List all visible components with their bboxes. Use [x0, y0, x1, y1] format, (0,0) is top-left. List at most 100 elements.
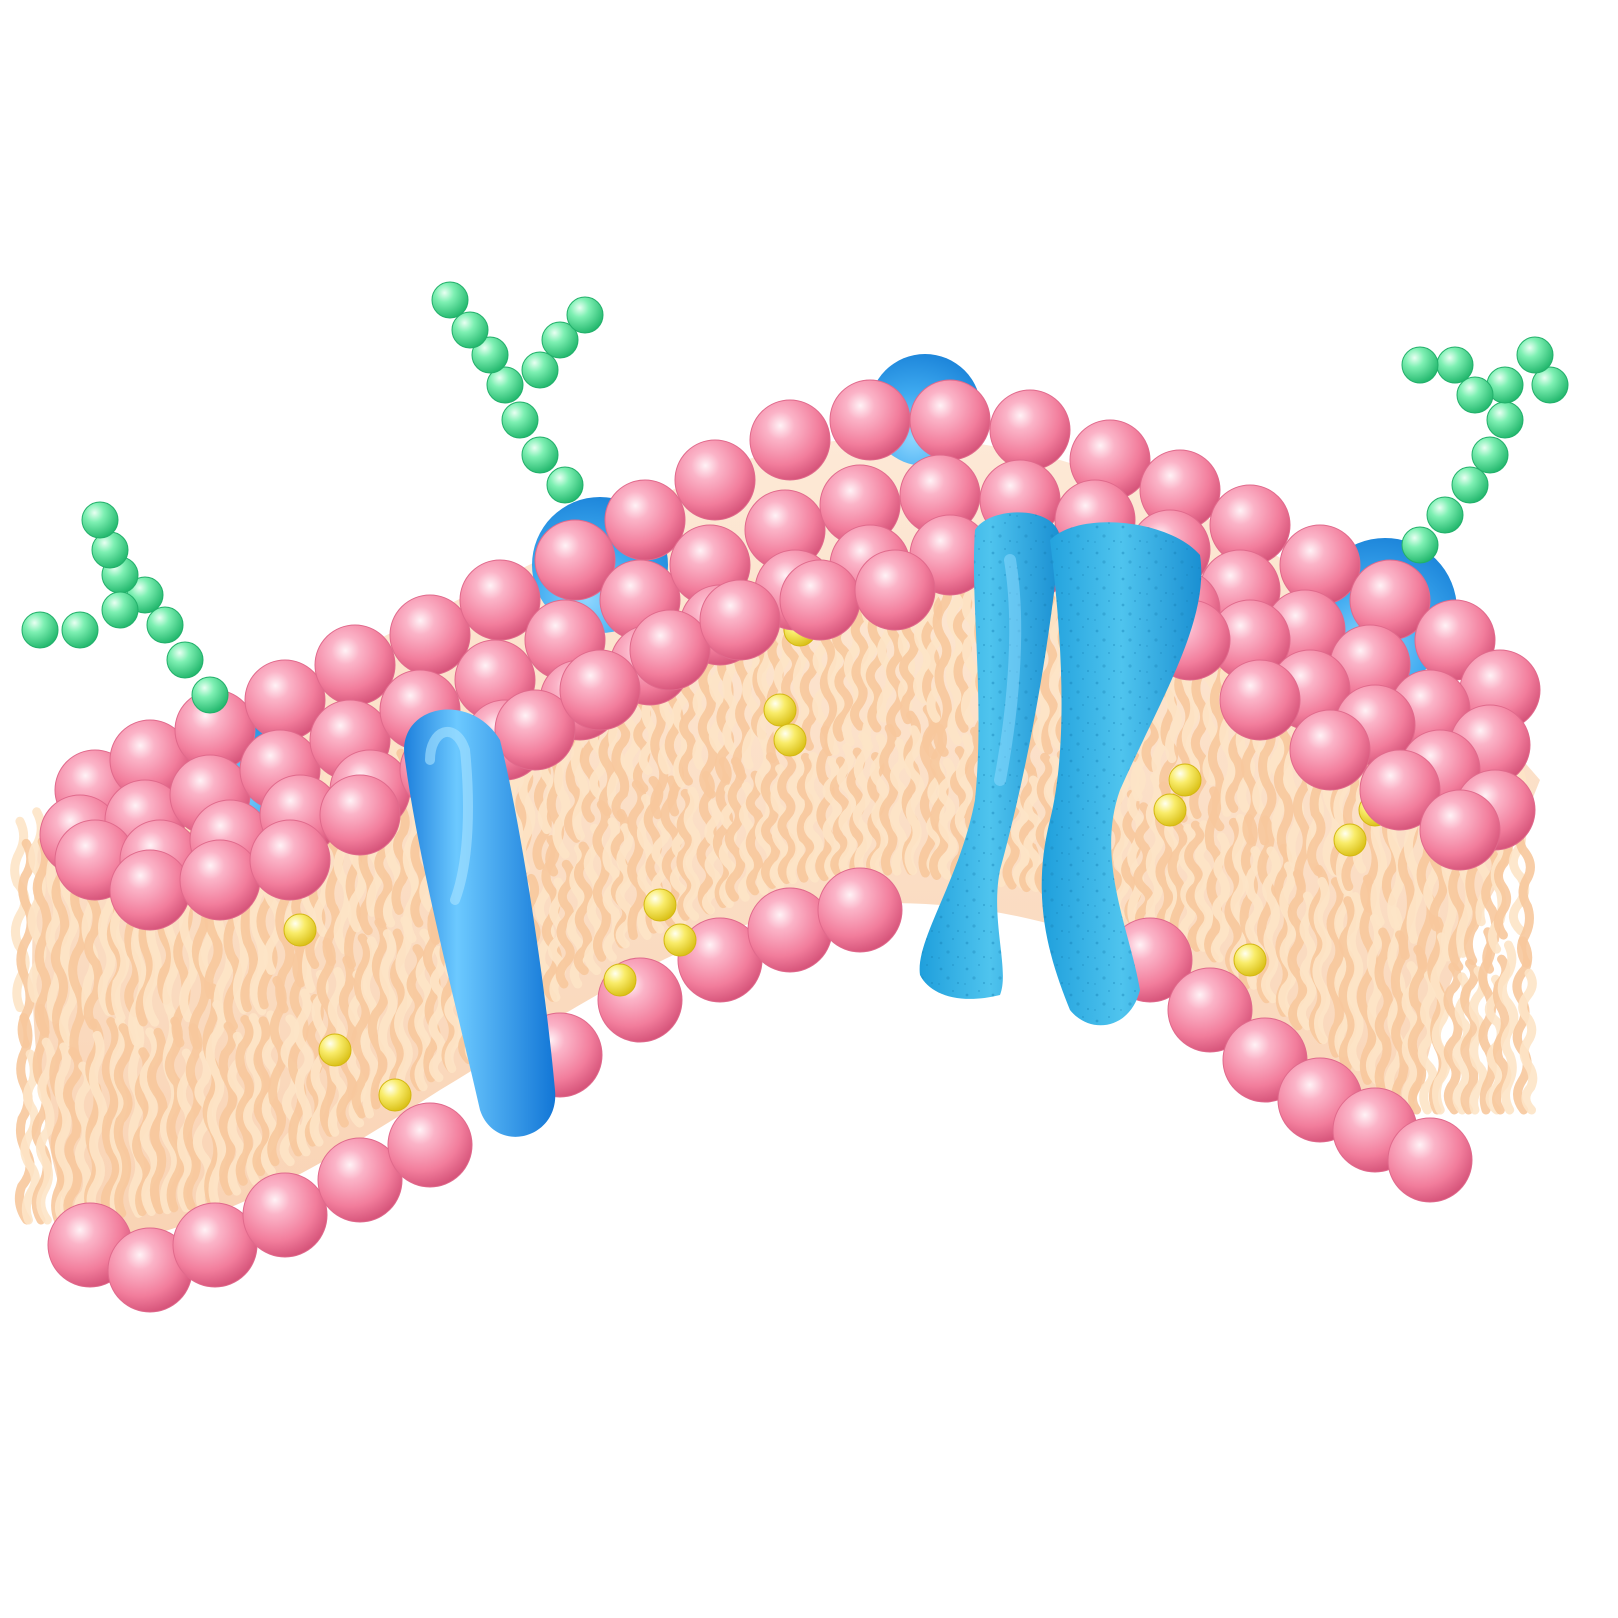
fatty-acid-tail [367, 917, 390, 1110]
fatty-acid-tail [378, 929, 398, 1110]
fatty-acid-tail [1443, 962, 1463, 1115]
cholesterol-molecule [643, 888, 677, 922]
cholesterol-molecule [663, 923, 697, 957]
fatty-acid-tail [1229, 813, 1251, 977]
fatty-acid-tail [702, 799, 723, 915]
fatty-acid-tail [849, 593, 869, 731]
fatty-acid-tail [592, 800, 611, 962]
carbohydrate-chain [1516, 336, 1554, 374]
fatty-acid-tail [164, 1016, 186, 1213]
carbohydrate-chain [521, 351, 559, 389]
phospholipid-head [604, 479, 686, 561]
channel-protein-highlight [994, 554, 1022, 786]
fatty-acid-tail [267, 975, 288, 1167]
fatty-acid-tail [555, 859, 576, 989]
fatty-acid-tail [573, 841, 594, 976]
fatty-acid-tail [1278, 861, 1298, 1017]
fatty-acid-tail [932, 575, 953, 757]
fatty-acid-tail [627, 779, 647, 940]
phospholipid-head [534, 519, 616, 601]
fatty-acid-tail [1287, 869, 1308, 1031]
phospholipid-head [249, 819, 331, 901]
fatty-acid-tail [423, 913, 441, 1083]
carbohydrate-chain [1486, 401, 1524, 439]
phospholipid-head [179, 839, 261, 921]
fatty-acid-tail [786, 750, 806, 885]
integral-protein [404, 709, 556, 1137]
carbohydrate-chain [166, 641, 204, 679]
carbohydrate-chain [1401, 346, 1439, 384]
fatty-acid-tail [86, 1030, 108, 1222]
fatty-acid-tail [960, 559, 982, 726]
fatty-acid-tail [394, 915, 414, 1101]
fatty-acid-tail [49, 1023, 68, 1225]
cholesterol-molecule [1168, 763, 1202, 797]
fatty-acid-tail [32, 836, 52, 1037]
fatty-acid-tail [218, 1021, 238, 1196]
fatty-acid-tail [889, 738, 909, 876]
cholesterol-molecule [763, 693, 797, 727]
phospholipid-head [749, 399, 831, 481]
fatty-acid-tail [202, 983, 223, 1206]
fatty-acid-tail [1430, 932, 1451, 1115]
fatty-acid-tail [62, 1047, 84, 1224]
phospholipid-head [817, 867, 903, 953]
fatty-acid-tail [1366, 913, 1386, 1085]
phospholipid-head [674, 439, 756, 521]
protein-front-layer [404, 512, 1202, 1137]
fatty-acid-tail [836, 742, 859, 880]
fatty-acid-tail [20, 1049, 40, 1225]
fatty-acid-tail [1023, 775, 1044, 893]
fatty-acid-tail [1384, 906, 1406, 1099]
cholesterol-molecule [1153, 793, 1187, 827]
phospholipid-head [779, 559, 861, 641]
carbohydrate-chain [61, 611, 99, 649]
carbohydrate-chain [101, 591, 139, 629]
phospholipid-head [1387, 1117, 1473, 1203]
cholesterol-molecule [1333, 823, 1367, 857]
fatty-acid-tail [54, 1042, 74, 1225]
channel-protein-texture [919, 512, 1060, 999]
fatty-acid-tail [929, 723, 950, 880]
cholesterol-molecule [1233, 943, 1267, 977]
carbohydrate-chain [546, 466, 584, 504]
channel-protein-texture [1041, 522, 1202, 1026]
fatty-acid-tail [1018, 762, 1039, 893]
cholesterol-molecule [773, 723, 807, 757]
fatty-acid-tail [428, 945, 448, 1083]
phospholipid-head [1419, 789, 1501, 871]
fatty-acid-tail [1111, 766, 1131, 920]
phospholipid-head [1167, 967, 1253, 1053]
carbohydrate-chain [1426, 496, 1464, 534]
carbohydrate-chain [191, 676, 229, 714]
fatty-acid-tail [1512, 936, 1533, 1115]
fatty-acid-tail [1326, 877, 1346, 1058]
phospholipid-head [317, 1137, 403, 1223]
carbohydrate-chain [1471, 436, 1509, 474]
fatty-acid-tail [712, 756, 734, 909]
fatty-acid-tail [879, 723, 899, 876]
phospholipid-head [242, 1172, 328, 1258]
carbohydrate-chain [486, 366, 524, 404]
fatty-acid-tail [205, 1000, 227, 1206]
cholesterol-molecule [378, 1078, 412, 1112]
fatty-acid-tail [610, 809, 632, 949]
carbohydrate-chain [451, 311, 489, 349]
phospholipid-head [699, 579, 781, 661]
fatty-acid-tail [1210, 832, 1231, 963]
fatty-acid-tail [1390, 930, 1409, 1113]
phospholipid-head [854, 549, 936, 631]
fatty-acid-tail [1346, 892, 1364, 1072]
fatty-acid-tail [1374, 927, 1393, 1099]
carbohydrate-chain [431, 281, 469, 319]
fatty-acid-tail [128, 1018, 145, 1218]
cholesterol-molecule [283, 913, 317, 947]
carbohydrate-chain [81, 501, 119, 539]
fatty-acid-tail [1296, 891, 1317, 1031]
phospholipid-head [1219, 659, 1301, 741]
fatty-acid-tail [336, 955, 358, 1128]
fatty-acid-tail [1468, 966, 1488, 1115]
fatty-acid-tail [293, 988, 314, 1157]
phospholipid-head [109, 849, 191, 931]
